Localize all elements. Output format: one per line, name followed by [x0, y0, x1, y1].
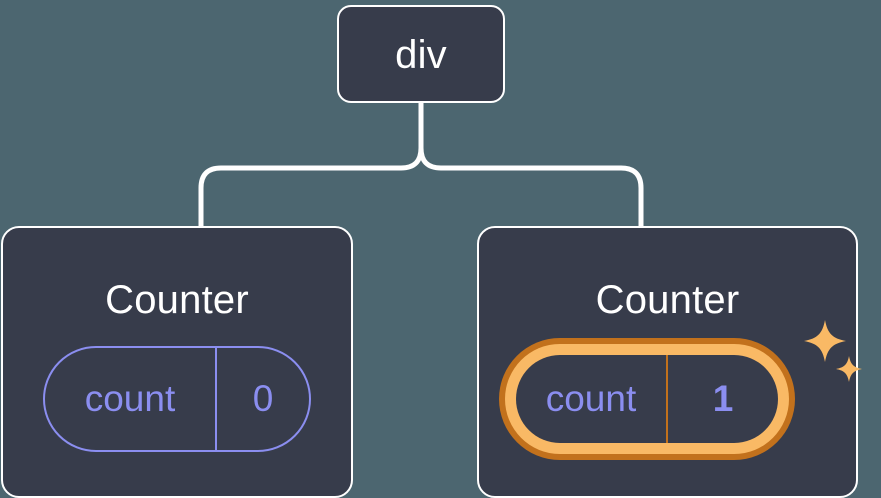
- node-div[interactable]: div: [337, 5, 505, 103]
- sparkle-small-icon: [836, 356, 862, 382]
- sparkle-group: [804, 320, 862, 382]
- state-key-label: count: [516, 355, 668, 443]
- node-counter-left-title: Counter: [105, 278, 249, 322]
- node-counter-left[interactable]: Counter count 0: [1, 226, 353, 498]
- state-value-label: 1: [712, 378, 734, 419]
- node-counter-right[interactable]: Counter count 1: [477, 226, 862, 498]
- state-pill-count-right-highlighted[interactable]: count 1: [499, 338, 795, 460]
- state-value-label: 0: [252, 378, 274, 419]
- state-pill-body: count 1: [516, 355, 778, 443]
- node-counter-right-title: Counter: [595, 278, 740, 322]
- state-key-label: count: [45, 348, 217, 450]
- state-pill-count-left[interactable]: count 0: [43, 346, 311, 452]
- state-pill-highlight-ring: count 1: [505, 344, 789, 454]
- node-div-label: div: [395, 33, 447, 77]
- sparkle-large-icon: [804, 320, 846, 362]
